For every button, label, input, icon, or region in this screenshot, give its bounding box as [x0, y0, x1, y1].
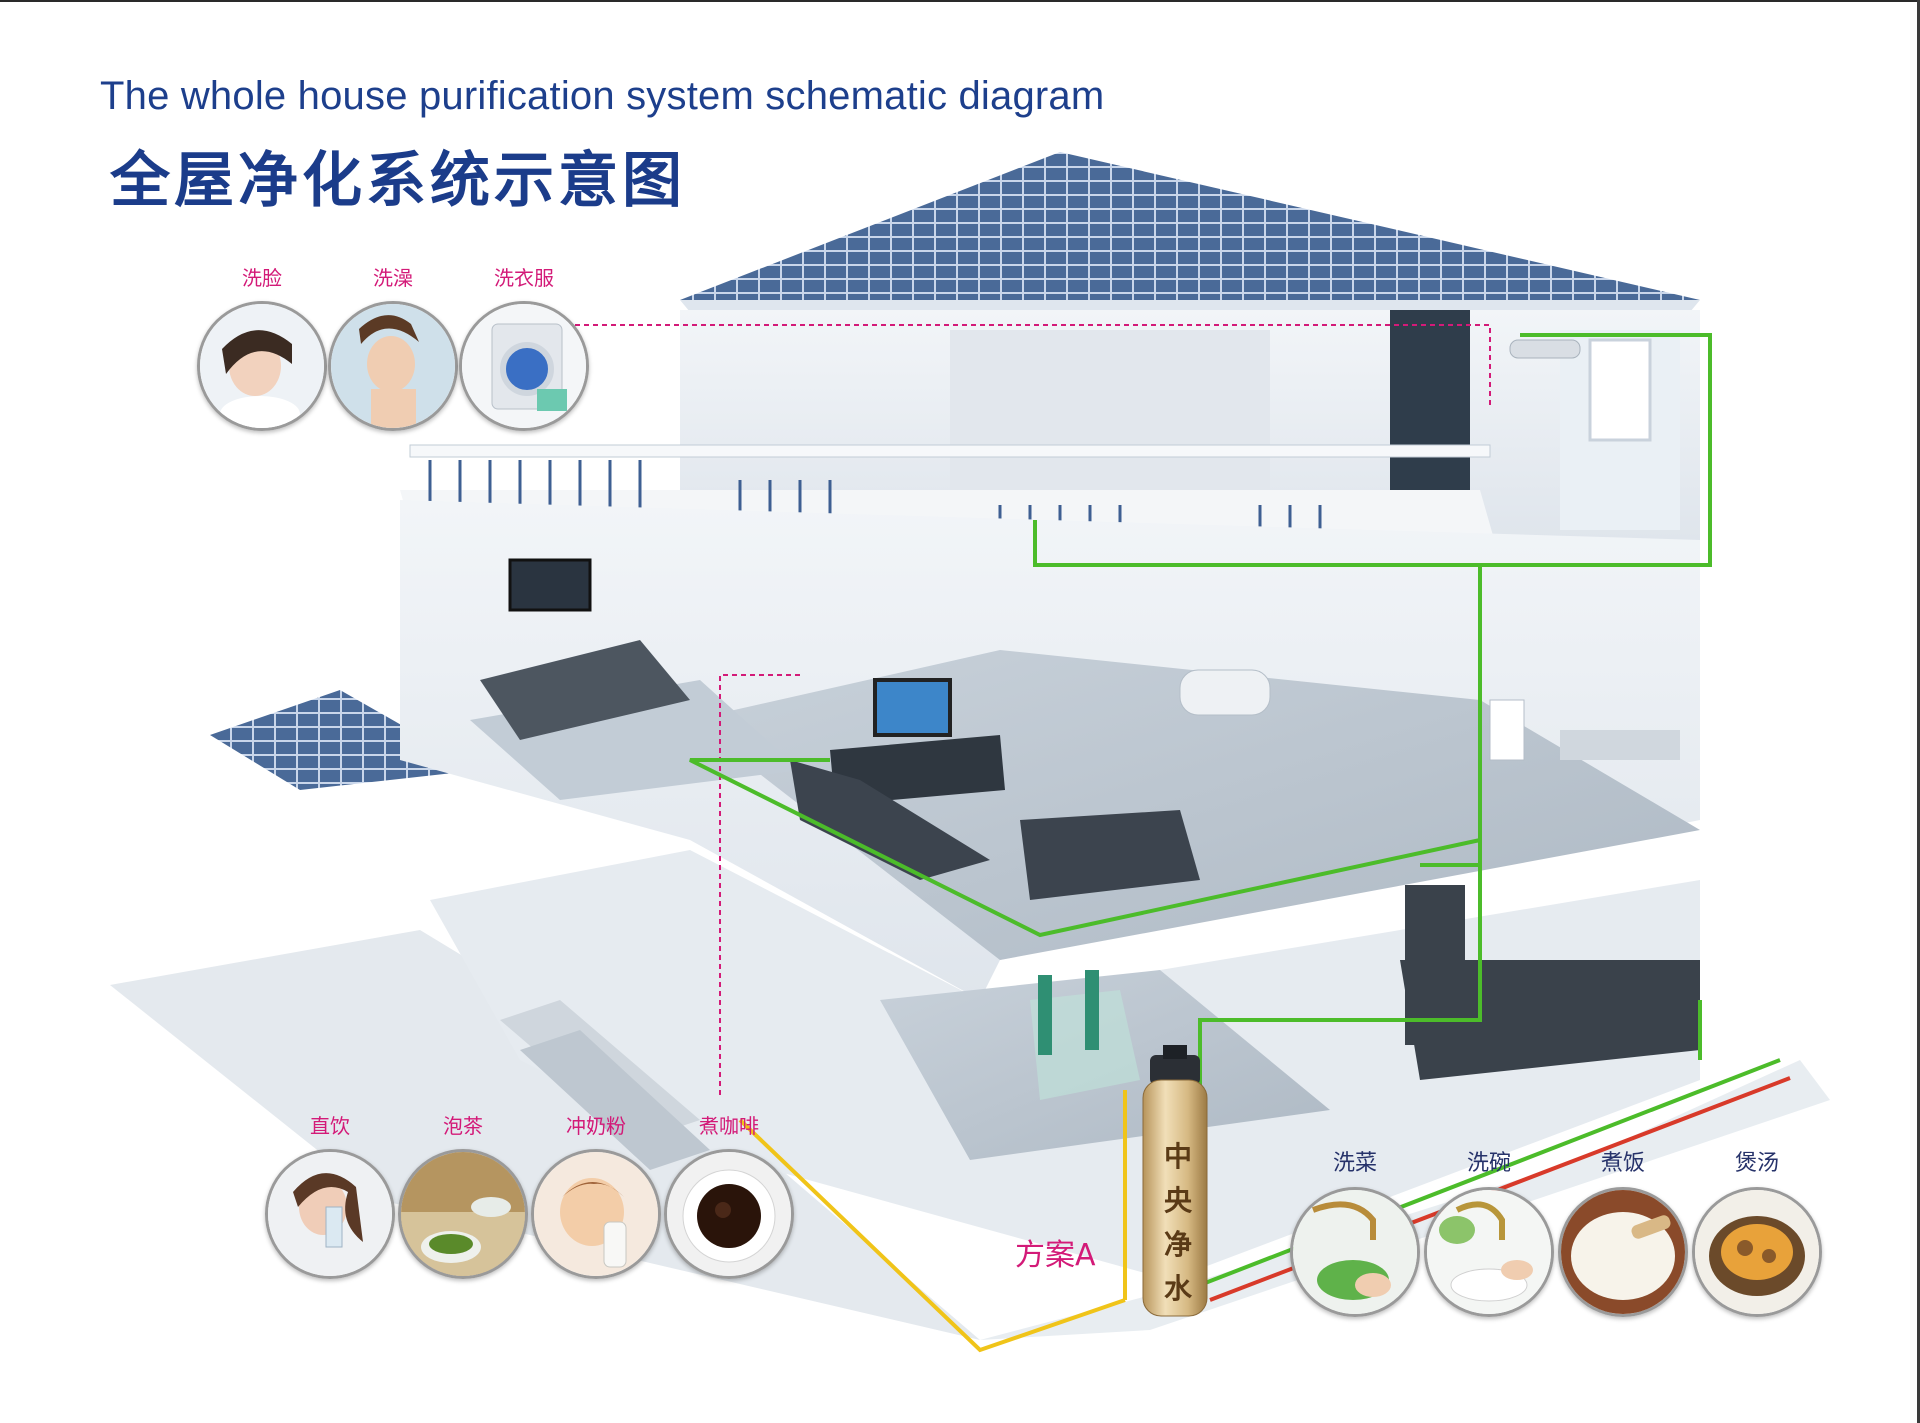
use-label: 泡茶 [443, 1114, 483, 1138]
main-roof [680, 152, 1700, 300]
use-label: 煲汤 [1734, 1151, 1779, 1176]
use-rice-cooking: 煮饭 [1558, 1145, 1688, 1317]
use-direct-drinking: 直饮 [265, 1110, 395, 1279]
use-vegetable-washing: 洗菜 [1290, 1145, 1420, 1317]
use-label: 洗澡 [373, 266, 413, 290]
use-face-washing: 洗脸 [197, 262, 327, 431]
use-laundry: 洗衣服 [459, 262, 589, 431]
shower-icon [328, 301, 458, 431]
use-tea: 泡茶 [398, 1110, 528, 1279]
use-soup: 煲汤 [1692, 1145, 1822, 1317]
use-coffee: 煮咖啡 [664, 1110, 794, 1279]
vegetable-washing-icon [1290, 1187, 1420, 1317]
top-border [0, 0, 1920, 2]
plan-label: 方案A [1015, 1238, 1096, 1273]
use-label: 冲奶粉 [566, 1114, 626, 1138]
tv-screen [873, 678, 952, 737]
green-pipe [689, 333, 1781, 1287]
purifier-label: 中央净水 [1163, 1140, 1192, 1305]
use-label: 煮饭 [1600, 1151, 1645, 1176]
washing-machine-icon [459, 301, 589, 431]
use-label: 洗碗 [1466, 1151, 1511, 1176]
coffee-icon [664, 1149, 794, 1279]
tv-cabinet [830, 735, 1005, 805]
soup-icon [1692, 1187, 1822, 1317]
title-english: The whole house purification system sche… [100, 74, 1105, 118]
yellow-pipe [738, 1090, 1127, 1353]
bathtub [1179, 669, 1271, 716]
use-baby-formula: 冲奶粉 [531, 1110, 661, 1279]
right-border [1917, 0, 1920, 1423]
small-roof [210, 690, 480, 790]
use-label: 直饮 [310, 1114, 350, 1138]
bedroom-tv [508, 558, 592, 612]
use-label: 煮咖啡 [699, 1114, 759, 1138]
sofa-right [1020, 810, 1200, 900]
use-shower: 洗澡 [328, 262, 458, 431]
central-purifier [1142, 1045, 1208, 1317]
use-label: 洗菜 [1332, 1151, 1377, 1176]
toilet-mid [1489, 699, 1525, 761]
dotted-line-drinking [719, 674, 800, 1095]
baby-milk-icon [531, 1149, 661, 1279]
face-washing-icon [197, 301, 327, 431]
dish-washing-icon [1424, 1187, 1554, 1317]
drinking-water-icon [265, 1149, 395, 1279]
use-dish-washing: 洗碗 [1424, 1145, 1554, 1317]
use-label: 洗衣服 [494, 266, 554, 290]
sink [1560, 730, 1680, 760]
rice-cooking-icon [1558, 1187, 1688, 1317]
sofa-left [790, 760, 990, 880]
tea-icon [398, 1149, 528, 1279]
bed [480, 640, 690, 740]
kitchen-cabinet [1400, 960, 1700, 1080]
use-label: 洗脸 [242, 266, 282, 290]
title-chinese: 全屋净化系统示意图 [110, 146, 686, 216]
